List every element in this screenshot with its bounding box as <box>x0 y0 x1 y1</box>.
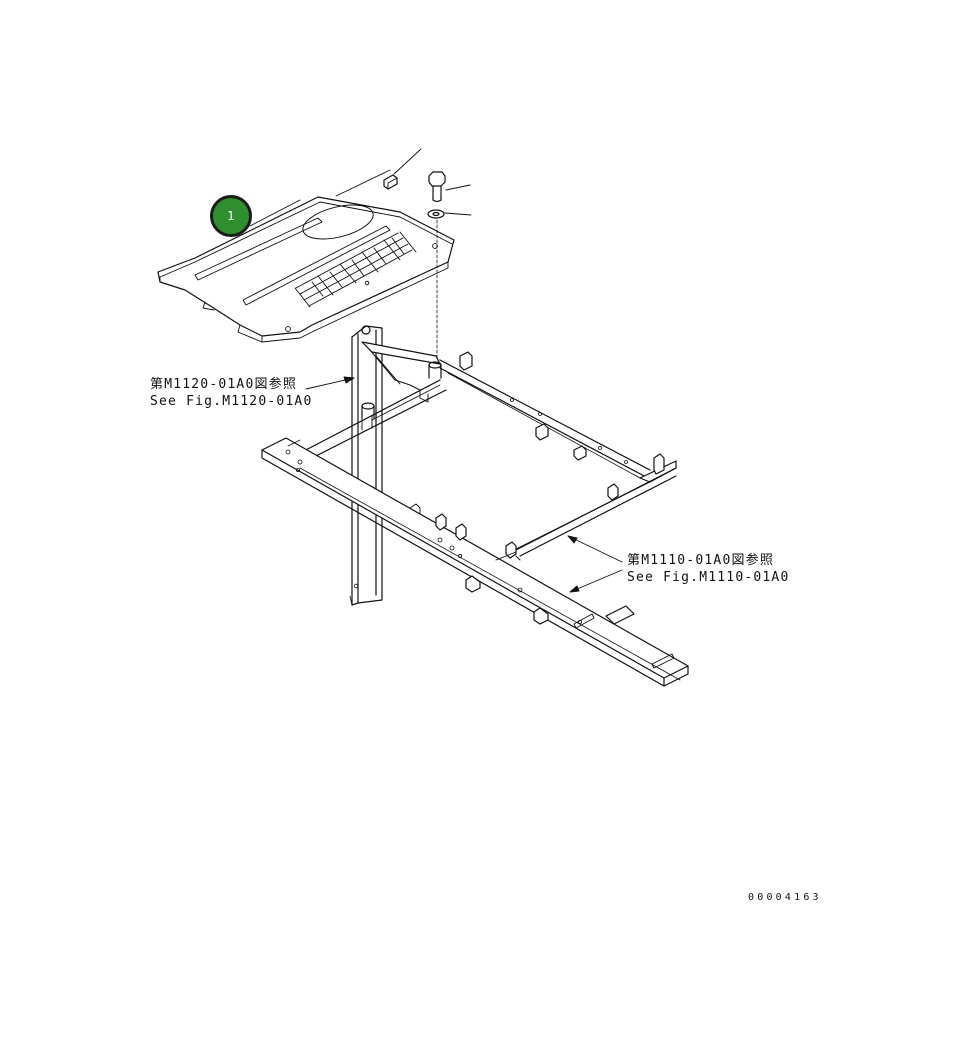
reference-line-en: See Fig.M1120-01A0 <box>150 394 313 409</box>
reference-line-jp: 第M1120-01A0図参照 <box>150 377 298 392</box>
main-frame <box>261 351 689 687</box>
part-callout-1[interactable]: 1 <box>210 195 252 237</box>
reference-label-m1110: 第M1110-01A0図参照 See Fig.M1110-01A0 <box>627 552 789 586</box>
drawing-number: 00004163 <box>748 892 822 903</box>
hardware-parts <box>383 148 472 361</box>
grating-slots <box>294 231 417 308</box>
vertical-post <box>349 325 383 606</box>
reference-line-jp: 第M1110-01A0図参照 <box>627 553 775 568</box>
reference-label-m1120: 第M1120-01A0図参照 See Fig.M1120-01A0 <box>150 376 312 410</box>
reference-line-en: See Fig.M1110-01A0 <box>627 570 790 585</box>
floor-plate-part <box>157 196 455 343</box>
diagonal-brace <box>361 341 442 391</box>
callout-leader <box>249 199 301 227</box>
reference-leaders <box>305 376 623 593</box>
